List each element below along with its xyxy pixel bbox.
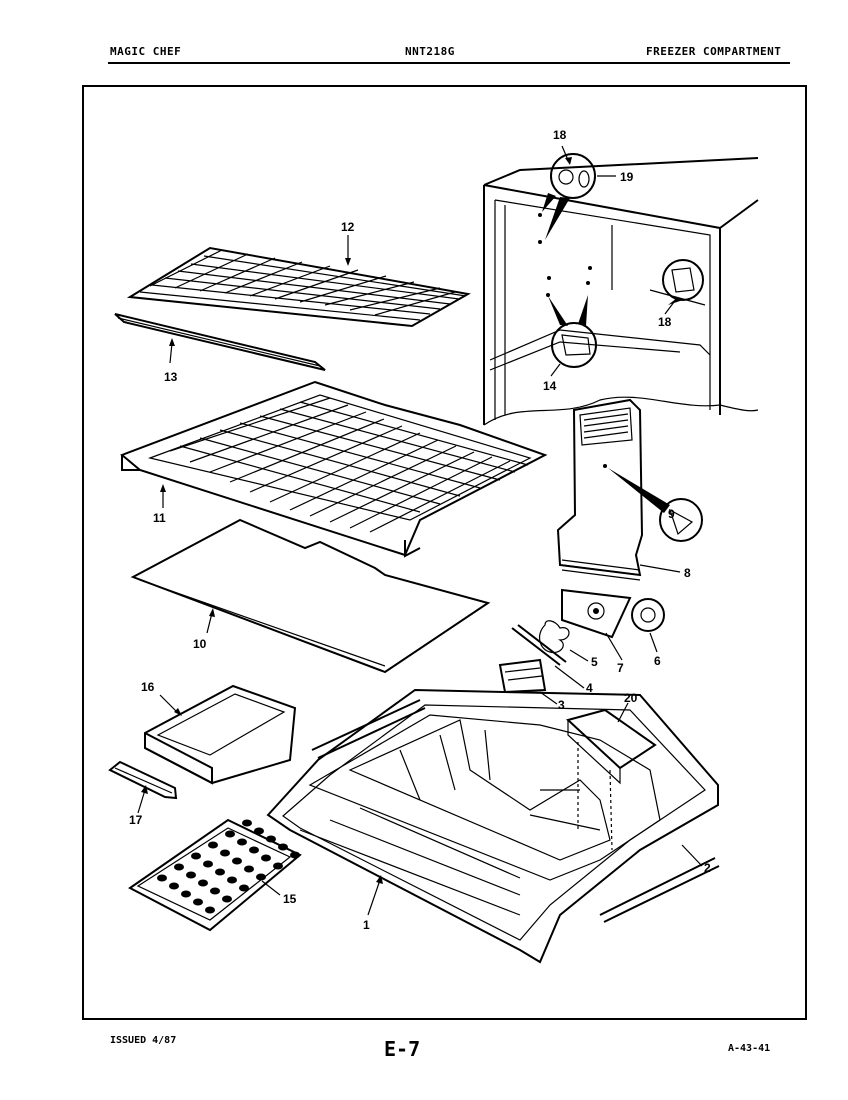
callout-15: 15 bbox=[283, 892, 297, 906]
ice-cell bbox=[210, 887, 220, 895]
ice-cell bbox=[208, 841, 218, 849]
ice-cell bbox=[198, 879, 208, 887]
ice-cell bbox=[278, 843, 288, 851]
ice-cell bbox=[215, 868, 225, 876]
callout-5: 5 bbox=[591, 655, 598, 669]
ice-cell bbox=[266, 835, 276, 843]
ice-cell bbox=[227, 876, 237, 884]
shelf-front-rail bbox=[114, 313, 326, 371]
header-brand: MAGIC CHEF bbox=[110, 45, 182, 58]
air-duct bbox=[565, 708, 657, 851]
callout-9: 9 bbox=[668, 507, 675, 521]
callouts: 18 19 12 18 13 14 11 9 8 10 6 7 5 4 16 3… bbox=[129, 128, 711, 932]
callout-11: 11 bbox=[153, 511, 166, 525]
callout-18-lower: 18 bbox=[658, 315, 672, 329]
callout-8: 8 bbox=[684, 566, 691, 580]
callout-4: 4 bbox=[586, 681, 593, 695]
ice-cell bbox=[222, 895, 232, 903]
ice-cell bbox=[193, 898, 203, 906]
pan-rail bbox=[108, 760, 178, 800]
footer-code: A-43-41 bbox=[728, 1043, 771, 1054]
ice-cell bbox=[157, 874, 167, 882]
callout-2: 2 bbox=[704, 861, 711, 875]
ice-cell bbox=[244, 865, 254, 873]
leader-lines bbox=[137, 145, 703, 916]
header-rule bbox=[108, 62, 790, 64]
callout-7: 7 bbox=[617, 661, 624, 675]
ice-cell bbox=[225, 830, 235, 838]
ice-cell bbox=[256, 873, 266, 881]
ice-cell bbox=[249, 846, 259, 854]
ice-cell bbox=[242, 819, 252, 827]
callout-18: 18 bbox=[553, 128, 567, 142]
callout-17: 17 bbox=[129, 813, 143, 827]
wire-shelf bbox=[126, 246, 471, 328]
callout-13: 13 bbox=[164, 370, 178, 384]
ice-tray-cells bbox=[157, 819, 300, 914]
ice-tray bbox=[128, 818, 302, 932]
ice-cell bbox=[232, 857, 242, 865]
callout-12: 12 bbox=[341, 220, 355, 234]
hinge-detail-bubbles bbox=[542, 153, 704, 368]
grid-shelf bbox=[120, 380, 548, 558]
trim-strip bbox=[311, 699, 720, 923]
ice-cell bbox=[254, 827, 264, 835]
ice-cell bbox=[239, 884, 249, 892]
callout-14: 14 bbox=[543, 379, 557, 393]
ice-cell bbox=[261, 854, 271, 862]
callout-19: 19 bbox=[620, 170, 634, 184]
evaporator-cover bbox=[556, 398, 703, 581]
header-model: NNT218G bbox=[405, 45, 455, 58]
ice-cell bbox=[220, 849, 230, 857]
footer-page-number: E-7 bbox=[384, 1037, 421, 1061]
ice-cell bbox=[186, 871, 196, 879]
ice-cell bbox=[273, 862, 283, 870]
callout-10: 10 bbox=[193, 637, 207, 651]
callout-20: 20 bbox=[624, 691, 638, 705]
storage-pan bbox=[144, 684, 297, 785]
ice-cell bbox=[290, 851, 300, 859]
ice-cell bbox=[191, 852, 201, 860]
ice-cell bbox=[237, 838, 247, 846]
diagram-frame bbox=[82, 85, 807, 1020]
header-section: FREEZER COMPARTMENT bbox=[646, 45, 782, 58]
fan-assembly bbox=[498, 588, 665, 694]
ice-cell bbox=[169, 882, 179, 890]
callout-6: 6 bbox=[654, 654, 661, 668]
freezer-cabinet bbox=[483, 157, 759, 426]
freezer-liner-floor bbox=[266, 688, 719, 964]
callout-3: 3 bbox=[558, 698, 565, 712]
ice-cell bbox=[203, 860, 213, 868]
ice-cell bbox=[174, 863, 184, 871]
ice-cell bbox=[181, 890, 191, 898]
callout-16: 16 bbox=[141, 680, 155, 694]
footer-issued: ISSUED 4/87 bbox=[110, 1035, 177, 1046]
callout-1: 1 bbox=[363, 918, 370, 932]
shelf-cover-panel bbox=[130, 518, 491, 674]
ice-cell bbox=[205, 906, 215, 914]
